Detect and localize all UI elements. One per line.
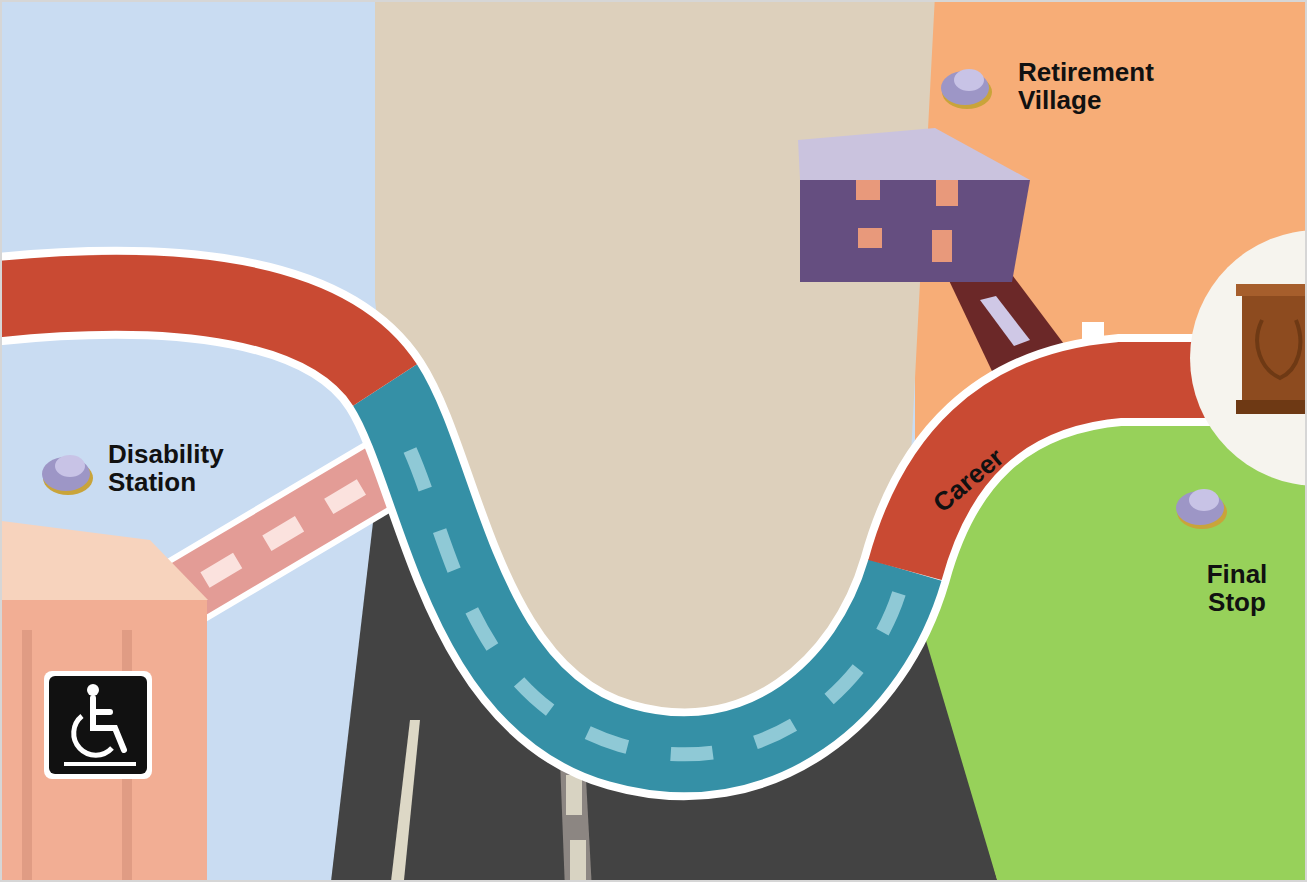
sign-border (44, 671, 152, 779)
window (858, 228, 882, 248)
pin-top (55, 455, 85, 477)
village-building (800, 180, 1030, 282)
window (936, 180, 958, 206)
center-dash (566, 775, 582, 815)
wheelchair-body (93, 698, 124, 750)
center-dash (570, 840, 586, 882)
wheelchair-wheel (74, 716, 112, 755)
pin-top (954, 69, 984, 91)
window (932, 230, 952, 262)
pin-top (1189, 489, 1219, 511)
building-stripe (22, 630, 32, 880)
road-label: Career (927, 443, 1008, 517)
teal-road-dash (410, 450, 900, 754)
side-road-dash (205, 464, 400, 580)
wooden-urn (1242, 292, 1307, 404)
place-label: Final Stop (1187, 560, 1287, 616)
place-label: Disability Station (108, 440, 268, 496)
beige-ground (375, 0, 935, 754)
career-road (905, 380, 1307, 570)
urn-carving (1257, 320, 1300, 378)
final-circle (1190, 230, 1307, 486)
wheelchair-base (64, 762, 136, 766)
window (856, 180, 880, 200)
lane-line (390, 720, 420, 882)
building-wall (0, 600, 207, 882)
push-pin (1176, 489, 1227, 529)
teal-road (385, 385, 905, 754)
push-pin (42, 455, 93, 495)
red-road (0, 293, 385, 385)
urn-lid (1236, 284, 1307, 296)
village-roof (798, 128, 1030, 180)
urn-base (1236, 400, 1307, 414)
wheelchair-head (87, 684, 99, 696)
place-label: Retirement Village (1018, 58, 1188, 114)
building-roof (0, 520, 208, 600)
push-pin (941, 69, 992, 109)
wheelchair-sign (49, 676, 147, 774)
village-road-dash (980, 296, 1030, 346)
